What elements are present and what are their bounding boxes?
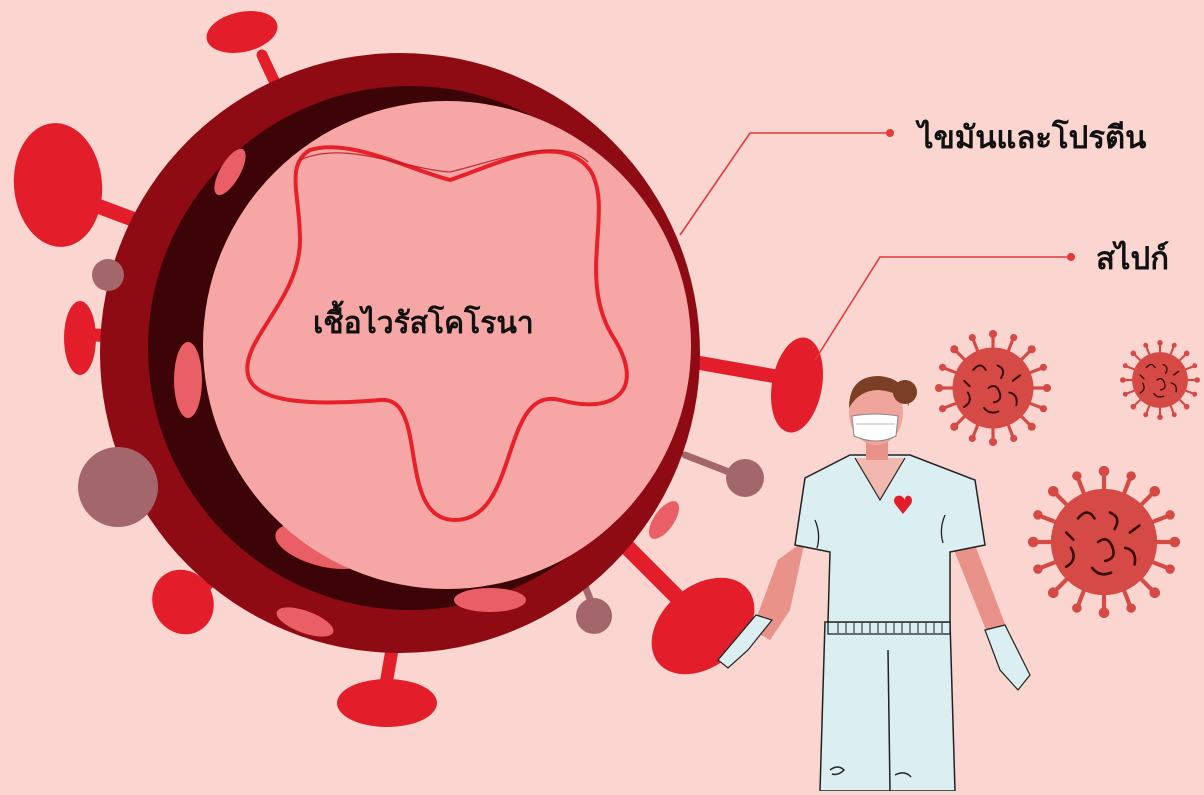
- healthcare-worker-illustration: [718, 376, 1030, 791]
- callout-leaders: [680, 133, 1070, 360]
- small-virus-icon: [1028, 466, 1180, 618]
- callout-dot-lipid: [886, 129, 894, 137]
- virus-name-label: เชื้อไวรัสโคโรนา: [313, 300, 534, 347]
- small-virus-icon: [935, 330, 1051, 446]
- callout-dot-spike: [1067, 253, 1075, 261]
- callout-lipid-protein-label: ไขมันและโปรตีน: [918, 112, 1146, 162]
- small-virus-icon: [1120, 340, 1200, 420]
- callout-spike-label: สไปก์: [1096, 233, 1169, 283]
